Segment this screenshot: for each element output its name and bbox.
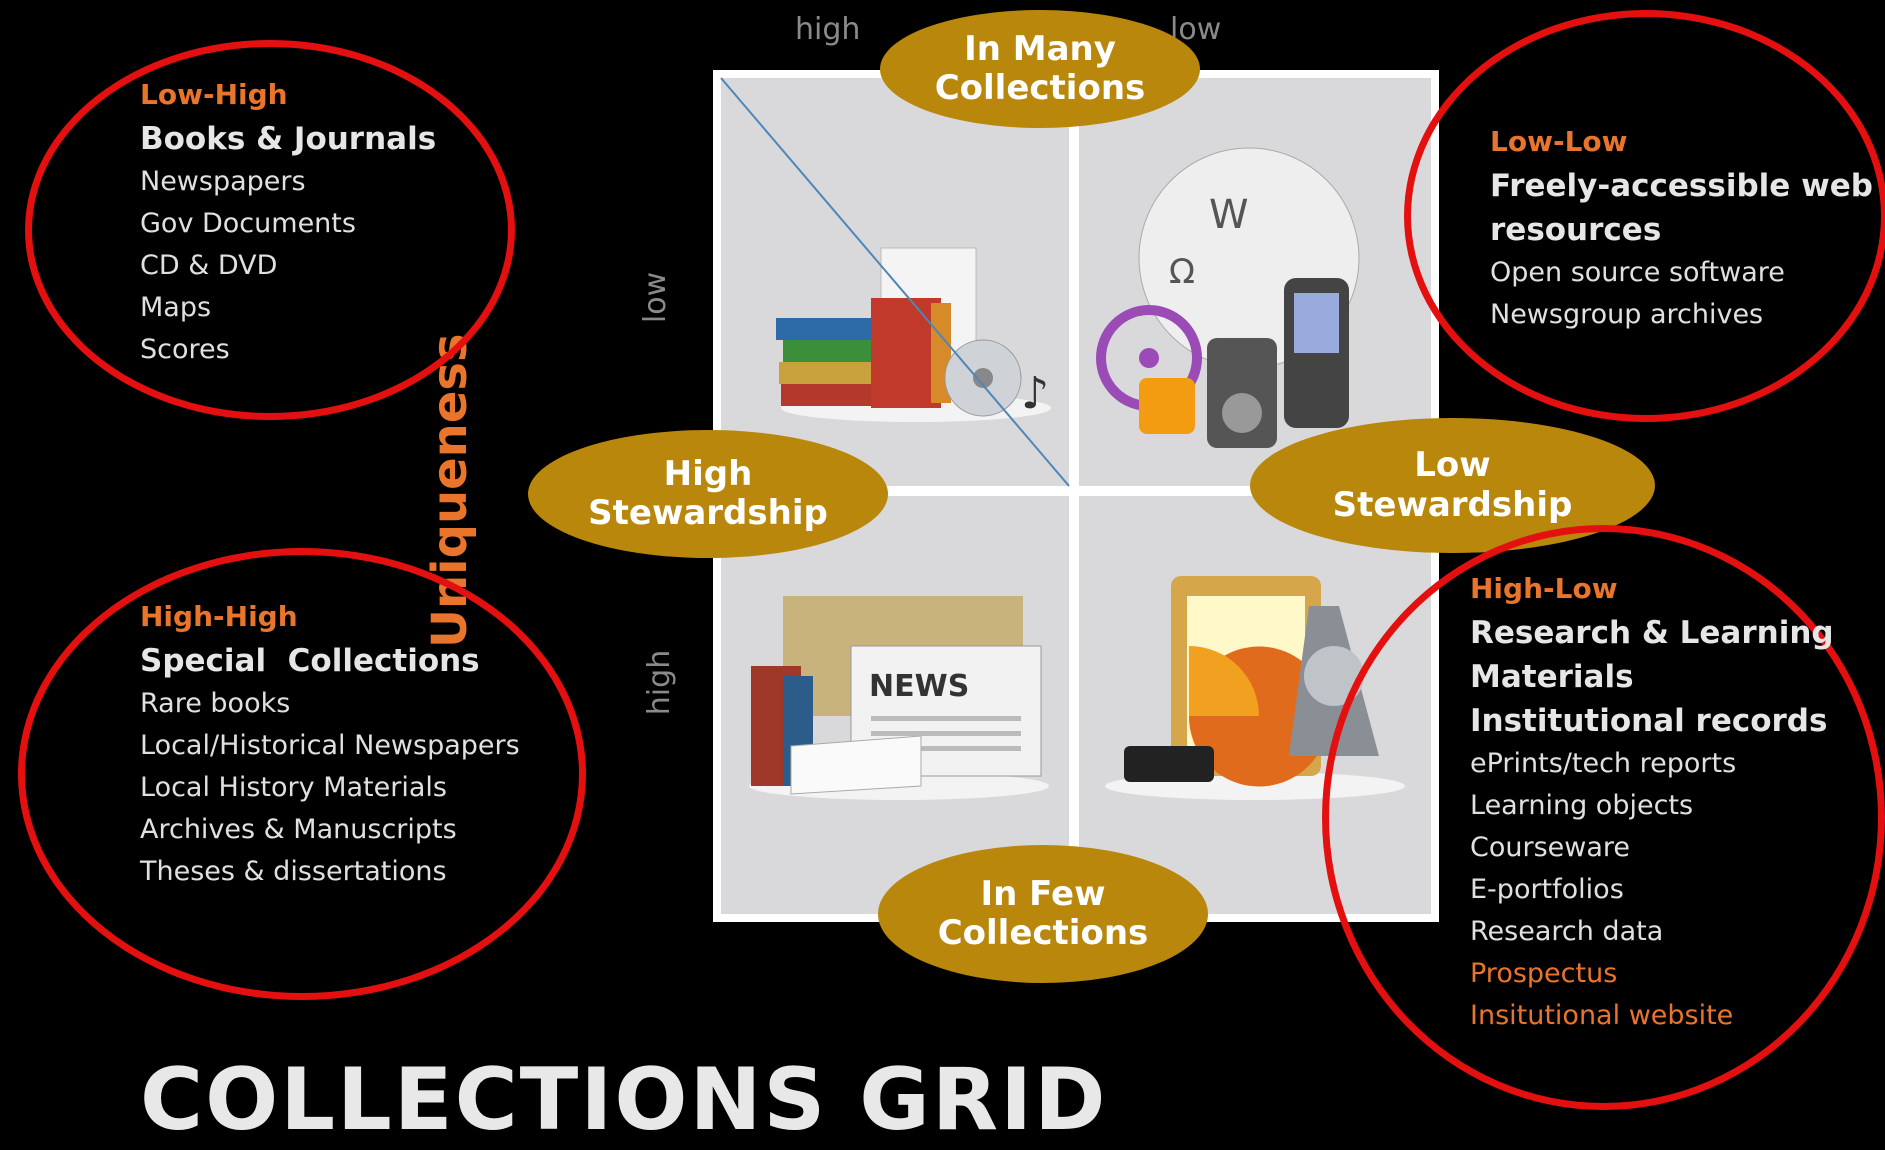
research-tools-icon bbox=[1105, 576, 1405, 800]
list-item: Open source software bbox=[1490, 257, 1785, 288]
list-item: Scores bbox=[140, 334, 230, 365]
web-resources-icon: W Ω bbox=[1096, 147, 1360, 448]
heading-high-low: High-Low bbox=[1470, 572, 1618, 605]
list-item: Archives & Manuscripts bbox=[140, 814, 457, 845]
diagonal-line bbox=[720, 77, 1070, 487]
text-high-low: High-Low Research & Learning Materials I… bbox=[1470, 572, 1834, 1037]
heading-high-high: High-High bbox=[140, 600, 298, 633]
list-item: Newspapers bbox=[140, 166, 306, 197]
quadrant-bottom-right bbox=[1079, 496, 1431, 914]
books-media-icon: ♪ bbox=[776, 247, 1051, 422]
list-item: ePrints/tech reports bbox=[1470, 748, 1737, 779]
axis-left-low-label: low bbox=[638, 271, 674, 324]
ring-high-low bbox=[1322, 525, 1885, 1110]
list-item: E-portfolios bbox=[1470, 874, 1624, 905]
bold-item: Freely-accessible web bbox=[1490, 168, 1873, 204]
list-item: Learning objects bbox=[1470, 790, 1694, 821]
bold-item: Special Collections bbox=[140, 643, 480, 679]
news-label: NEWS bbox=[869, 669, 969, 704]
bold-item: Books & Journals bbox=[140, 121, 437, 157]
list-item: Newsgroup archives bbox=[1490, 299, 1764, 330]
text-low-low: Low-Low Freely-accessible web resources … bbox=[1490, 125, 1873, 336]
text-high-high: High-High Special Collections Rare books… bbox=[140, 600, 520, 893]
text-low-high: Low-High Books & Journals Newspapers Gov… bbox=[140, 78, 436, 371]
axis-top-high-label: high bbox=[795, 12, 861, 47]
list-item: Courseware bbox=[1470, 832, 1631, 863]
list-item: Local/Historical Newspapers bbox=[140, 730, 520, 761]
bold-item: resources bbox=[1490, 212, 1662, 248]
svg-text:W: W bbox=[1209, 192, 1249, 238]
page-title: COLLECTIONS GRID bbox=[140, 1050, 1108, 1150]
list-item-highlight: Insitutional website bbox=[1470, 1000, 1734, 1031]
ring-high-high bbox=[18, 548, 586, 1000]
quadrant-bottom-left: NEWS bbox=[721, 496, 1069, 914]
bold-item: Materials bbox=[1470, 659, 1634, 695]
svg-text:Ω: Ω bbox=[1169, 252, 1195, 292]
heading-low-low: Low-Low bbox=[1490, 125, 1628, 158]
ring-low-low bbox=[1404, 10, 1885, 422]
list-item: Research data bbox=[1470, 916, 1664, 947]
list-item: Local History Materials bbox=[140, 772, 447, 803]
list-item: Gov Documents bbox=[140, 208, 356, 239]
bold-item: Research & Learning bbox=[1470, 615, 1834, 651]
newspaper-archive-icon: NEWS bbox=[749, 596, 1049, 800]
ring-low-high bbox=[25, 40, 515, 420]
list-item: Maps bbox=[140, 292, 212, 323]
list-item-highlight: Prospectus bbox=[1470, 958, 1618, 989]
quadrant-top-right: W Ω bbox=[1079, 78, 1431, 486]
bold-item: Institutional records bbox=[1470, 703, 1828, 739]
list-item: CD & DVD bbox=[140, 250, 278, 281]
svg-text:♪: ♪ bbox=[1021, 368, 1049, 419]
list-item: Rare books bbox=[140, 688, 291, 719]
heading-low-high: Low-High bbox=[140, 78, 288, 111]
axis-left-high-label: high bbox=[642, 649, 678, 716]
list-item: Theses & dissertations bbox=[140, 856, 447, 887]
